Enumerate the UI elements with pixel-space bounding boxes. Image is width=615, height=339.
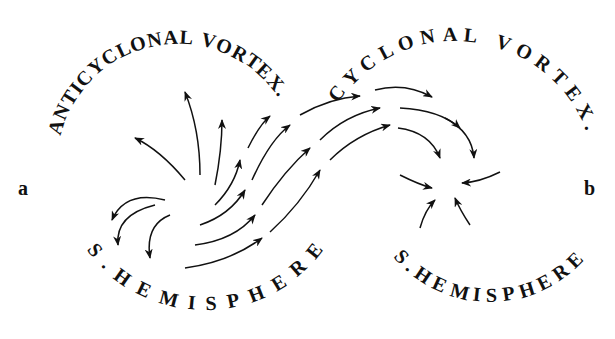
arc-letter: O: [395, 30, 416, 54]
flow-arrow: [215, 160, 240, 205]
point-letter: b: [584, 178, 595, 198]
arc-letter: E: [561, 82, 585, 105]
arc-label: S.HEMISPHERE: [374, 237, 601, 311]
arc-letter: E: [134, 277, 155, 301]
arc-letter: S: [486, 285, 497, 305]
flow-arrow: [398, 128, 440, 158]
arc-letter: .: [582, 121, 602, 133]
flow-arrow: [135, 138, 185, 180]
arc-letter: E: [430, 272, 450, 296]
flow-arrow: [462, 172, 500, 183]
point-letter: a: [18, 178, 28, 198]
arc-letter: N: [145, 28, 163, 50]
flow-arrow: [252, 125, 290, 180]
arc-letter: [483, 27, 492, 48]
arc-letter: L: [179, 27, 194, 48]
flow-arrow: [320, 108, 380, 140]
arc-letter: L: [375, 39, 396, 63]
arc-letter: O: [513, 39, 536, 64]
flow-arrow: [195, 215, 255, 245]
arc-label: CYCLONAL VORTEX.: [325, 18, 603, 136]
flow-arrow: [112, 198, 165, 221]
arc-letter: N: [419, 25, 437, 47]
arc-letter: E: [302, 239, 326, 262]
arc-letter: P: [225, 289, 241, 311]
arc-letter: X: [573, 100, 597, 122]
flow-arrow: [270, 170, 320, 232]
arc-letter: A: [163, 27, 179, 48]
arc-label: S.HEMISPHERE: [67, 230, 342, 319]
arc-letter: H: [111, 264, 135, 289]
flow-arrow: [455, 198, 470, 225]
arc-letter: C: [356, 50, 379, 75]
arc-letter: R: [532, 51, 556, 76]
arc-letter: I: [473, 284, 483, 305]
arc-letter: P: [501, 283, 516, 305]
arc-letter: L: [463, 24, 478, 45]
flow-arrow: [200, 190, 245, 225]
flow-arrow: [118, 205, 155, 245]
arc-letter: .: [99, 254, 117, 272]
flow-arrow: [215, 120, 222, 185]
arc-letter: S: [206, 293, 218, 314]
arc-letter: Y: [339, 65, 363, 89]
arc-letter: I: [187, 292, 197, 313]
arc-letter: E: [267, 270, 289, 294]
arc-letter: R: [286, 256, 310, 281]
flow-arrows: [112, 87, 500, 268]
arc-letter: S: [84, 239, 107, 260]
flow-arrow: [262, 148, 310, 205]
arc-letter: T: [548, 66, 572, 90]
arc-letter: M: [157, 286, 180, 310]
arc-label: ANTICYCLONAL VORTEX.: [45, 21, 294, 136]
flow-arrow: [248, 116, 270, 148]
flow-arrow: [400, 175, 432, 188]
arc-letter: H: [245, 281, 267, 305]
flow-arrow: [300, 96, 360, 115]
arc-letter: C: [324, 81, 349, 105]
flow-arrow: [375, 87, 432, 97]
arc-letter: H: [516, 277, 537, 301]
flow-arrow: [420, 200, 435, 228]
flow-arrow: [400, 108, 460, 128]
flow-arrow: [185, 92, 200, 175]
flow-arrow: [330, 125, 390, 160]
flow-arrow: [445, 118, 474, 158]
flow-arrow: [149, 215, 170, 258]
arc-letter: M: [448, 279, 471, 303]
flow-arrow: [185, 238, 262, 268]
arc-letter: A: [442, 24, 457, 45]
arc-letter: V: [494, 30, 514, 54]
